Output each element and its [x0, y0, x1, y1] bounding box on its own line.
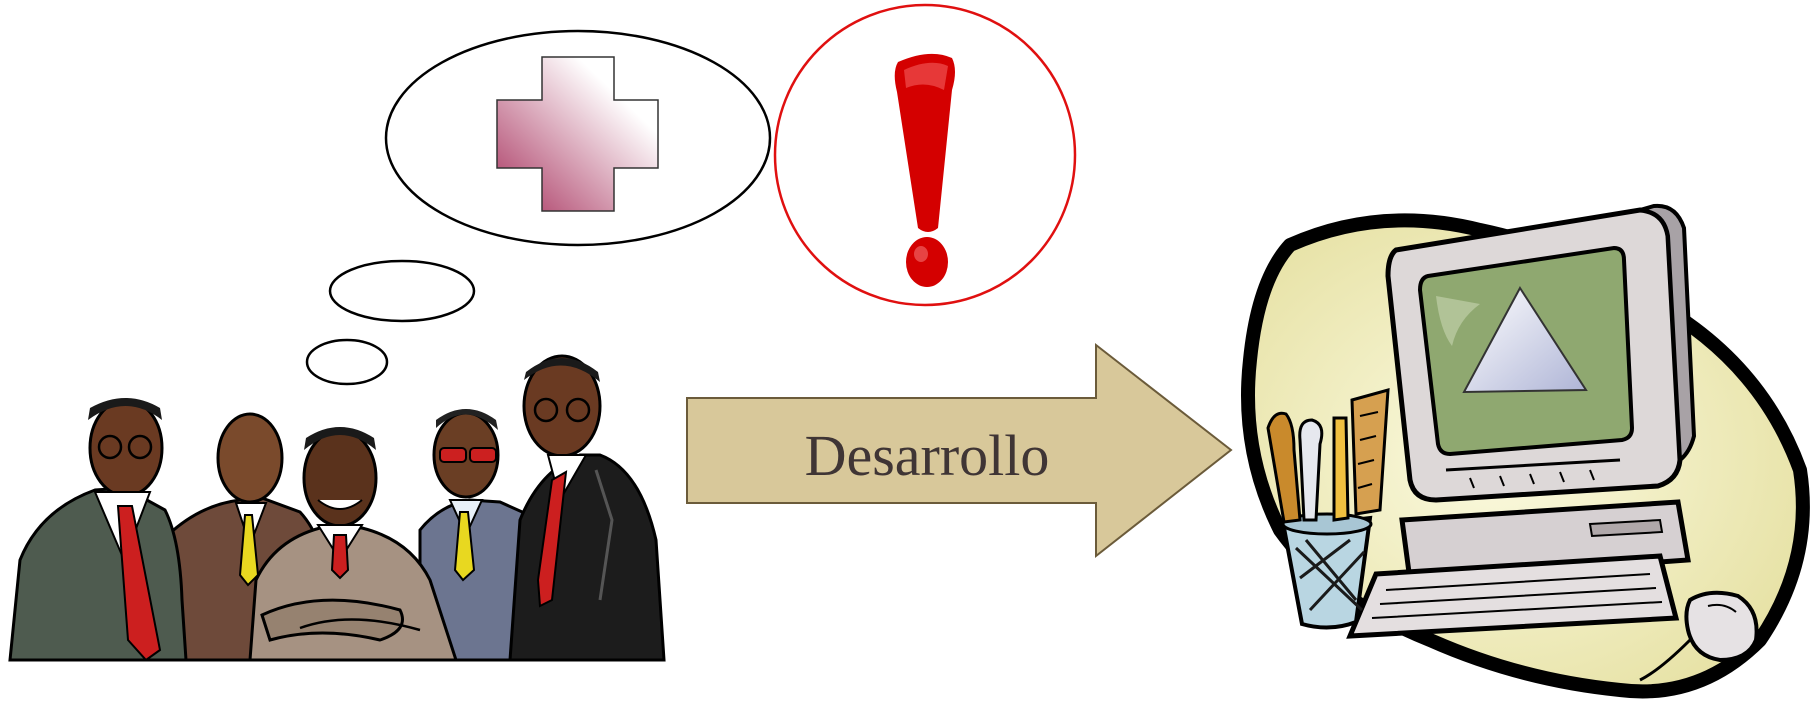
computer-illustration-icon: [1241, 203, 1810, 699]
right-arrow-icon: [686, 342, 1233, 559]
plus-cross-icon: [496, 56, 659, 212]
exclamation-icon: [773, 3, 1077, 307]
thought-bubble-icon: [305, 29, 772, 386]
group-of-businessmen-icon: [8, 354, 666, 662]
arrow-label: Desarrollo: [805, 423, 1050, 488]
